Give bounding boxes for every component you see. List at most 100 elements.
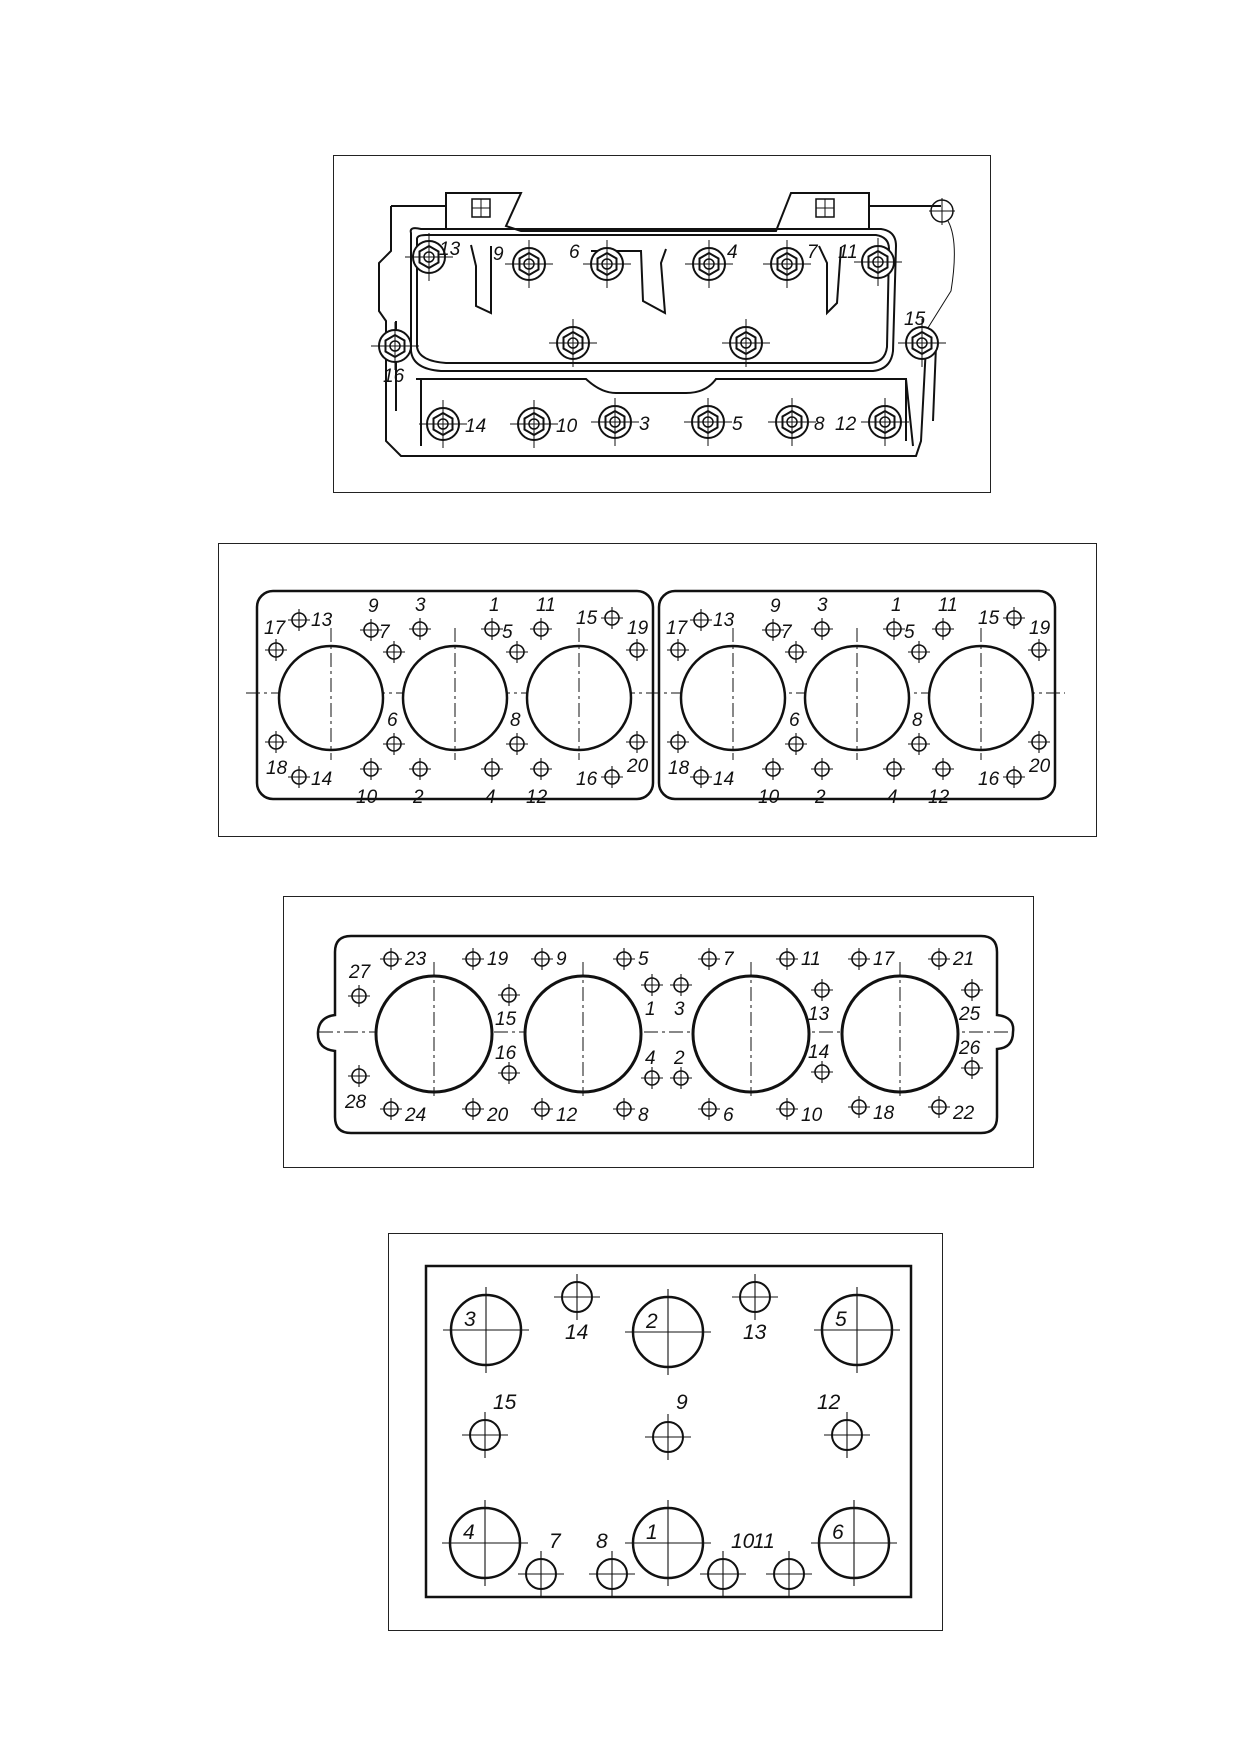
bolt-label: 26: [958, 1038, 981, 1059]
bolt-label: 3: [639, 414, 650, 435]
bolt-label: 13: [439, 239, 461, 260]
bolt-label: 11: [838, 242, 858, 263]
bolt-label: 5: [502, 622, 513, 643]
bolt-label: 4: [887, 787, 898, 808]
bolt-label: 2: [412, 787, 424, 808]
bolt-label: 13: [713, 610, 735, 631]
bolt-label: 12: [526, 787, 548, 808]
bolt-label: 1: [489, 595, 500, 616]
bolt-label: 25: [958, 1004, 981, 1025]
head-bolt: 12: [835, 398, 909, 446]
block-face-outline: [424, 1264, 913, 1599]
bolt-label: 18: [668, 758, 690, 779]
bolt-label: 15: [493, 1391, 517, 1414]
bolt-label: 5: [904, 622, 915, 643]
bolt-label: 20: [1028, 756, 1051, 777]
bolt-label: 3: [415, 595, 426, 616]
bolt-label: 2: [673, 1048, 685, 1069]
bolt-label: 9: [556, 949, 567, 970]
bolt-label: 12: [556, 1105, 578, 1126]
bolt-label: 6: [569, 242, 580, 263]
bolt-label: 7: [549, 1530, 562, 1553]
bolt-label: 8: [814, 414, 825, 435]
bolt-label: 16: [383, 366, 405, 387]
head-bolt: 3: [591, 398, 650, 446]
bolt-label: 6: [723, 1105, 734, 1126]
bolt-label: 4: [485, 787, 496, 808]
bolt-label: 8: [596, 1530, 608, 1553]
bolt-label: 8: [510, 710, 521, 731]
bolt-label: 4: [463, 1521, 475, 1544]
bolt-label: 2: [814, 787, 826, 808]
bolt-label: 19: [627, 618, 649, 639]
head-bolt: 9: [493, 240, 553, 288]
bolt-label: 4: [645, 1048, 656, 1069]
bolt-label: 6: [832, 1521, 844, 1544]
figure-v6-head-panel: 13 9 6 4 7 11 15 16 14 10 3 5 8 12: [333, 155, 991, 493]
bolt-label: 7: [807, 242, 819, 263]
bolt-label: 7: [781, 622, 793, 643]
head-bolt: 16: [371, 322, 419, 387]
bolt-label: 21: [952, 949, 974, 970]
bolt-label: 9: [676, 1391, 688, 1414]
head-bolt: 4: [685, 240, 738, 288]
bolt-label: 14: [808, 1042, 829, 1063]
bolt-label: 11: [938, 595, 958, 616]
bolt-label: 9: [770, 596, 781, 617]
bolt-label: 22: [952, 1103, 975, 1124]
head-bolt: 6: [569, 240, 631, 288]
head-bolt: 13: [405, 233, 461, 281]
bolt-label: 15: [576, 608, 598, 629]
bolt-label: 7: [723, 949, 735, 970]
head-outline: [378, 192, 941, 457]
bolt-label: 8: [638, 1105, 649, 1126]
bolt-label: 15: [978, 608, 1000, 629]
bolt-label: 18: [873, 1103, 895, 1124]
head-bolt: 7: [763, 240, 819, 288]
bolt-label: 6: [789, 710, 800, 731]
bolt-label: 9: [368, 596, 379, 617]
bolt-label: 12: [817, 1391, 841, 1414]
bolt-label: 1: [646, 1521, 658, 1544]
head-bolt: 11: [838, 238, 902, 286]
bolt-label: 12: [928, 787, 950, 808]
head-bolt: 14: [419, 400, 486, 448]
bolt-label: 9: [493, 244, 504, 265]
bolt-label: 28: [344, 1092, 367, 1113]
bolt-label: 16: [576, 769, 598, 790]
bolt-label: 24: [404, 1105, 426, 1126]
bolt-label: 14: [311, 769, 332, 790]
head-bolt: 10: [510, 400, 578, 448]
bolt-label: 5: [835, 1308, 847, 1331]
bolt-label: 18: [266, 758, 288, 779]
head-bolt: 8: [768, 398, 825, 446]
bolt-label: 19: [487, 949, 509, 970]
bolt-label: 12: [835, 414, 857, 435]
bolt-label: 2: [645, 1310, 658, 1333]
bolt-label: 16: [495, 1043, 517, 1064]
bolt-label: 20: [626, 756, 649, 777]
bolt-label: 13: [808, 1004, 830, 1025]
bolt-label: 27: [348, 962, 372, 983]
bolt-label: 5: [732, 414, 743, 435]
bolt-label: 10: [758, 787, 780, 808]
head-bolt: [549, 319, 597, 367]
bolt-label: 11: [536, 595, 556, 616]
bolt-label: 10: [731, 1530, 755, 1553]
bolt-label: 3: [817, 595, 828, 616]
bolt-label: 13: [743, 1321, 767, 1344]
bolt-label: 3: [464, 1308, 476, 1331]
right-gasket-outline: [657, 589, 1057, 801]
bolt-label: 15: [495, 1009, 517, 1030]
bolt-label: 15: [904, 309, 926, 330]
bolt-label: 11: [753, 1530, 775, 1553]
bolt-label: 14: [565, 1321, 588, 1344]
